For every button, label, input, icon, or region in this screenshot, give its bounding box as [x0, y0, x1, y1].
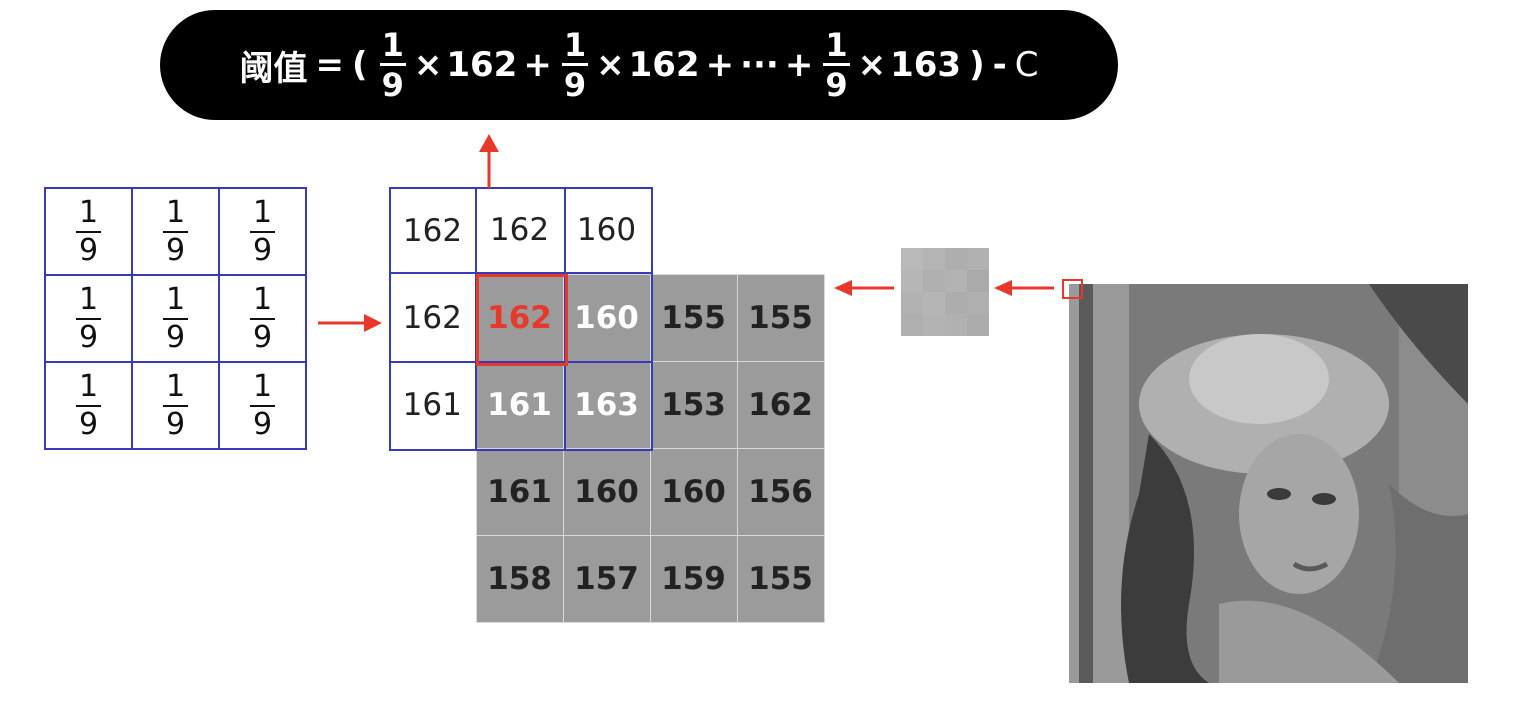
- pixel-cell: 161: [475, 360, 564, 449]
- pixel-cell: 160: [649, 447, 738, 536]
- empty-cell: [737, 187, 824, 274]
- formula-constant: C: [1014, 45, 1039, 85]
- patch-pixel: [945, 314, 967, 336]
- formula-lhs: 阈值: [239, 48, 308, 89]
- grayscale-portrait-image: [1069, 284, 1468, 683]
- pixel-cell: 155: [736, 534, 825, 623]
- sample-region-marker: [1062, 279, 1083, 299]
- patch-pixel: [923, 292, 945, 314]
- patch-pixel: [923, 270, 945, 292]
- arrow-right-icon: [318, 314, 382, 332]
- formula-term-last: 163: [890, 45, 962, 85]
- pixel-cell: 153: [649, 360, 738, 449]
- formula-plus: +: [523, 45, 552, 85]
- patch-pixel: [901, 270, 923, 292]
- pixel-cell: 162: [736, 360, 825, 449]
- pixel-cell: 160: [563, 187, 650, 274]
- arrow-left-icon: [994, 280, 1054, 296]
- patch-pixel: [901, 292, 923, 314]
- patch-pixel: [901, 314, 923, 336]
- arrow-left-icon: [834, 280, 894, 296]
- pixel-cell: 162: [476, 187, 563, 274]
- patch-pixel: [945, 248, 967, 270]
- formula-plus: +: [705, 45, 735, 85]
- pixel-cell: 157: [562, 534, 651, 623]
- formula-minus: -: [992, 45, 1007, 85]
- formula-close-paren: ): [969, 45, 985, 85]
- pixel-cell: 156: [736, 447, 825, 536]
- formula-times: ×: [596, 45, 625, 85]
- patch-pixel: [967, 270, 989, 292]
- window-divider: [389, 361, 653, 363]
- formula-term-1: 162: [446, 45, 518, 85]
- pixel-cell: 162: [389, 187, 476, 274]
- patch-pixel: [901, 248, 923, 270]
- formula-times: ×: [857, 45, 887, 85]
- patch-pixel: [967, 314, 989, 336]
- pixel-cell: 158: [475, 534, 564, 623]
- patch-pixel: [967, 248, 989, 270]
- pixel-cell: 163: [562, 360, 651, 449]
- pixel-cell: 155: [736, 273, 825, 362]
- patch-pixel: [923, 248, 945, 270]
- zoomed-patch: [901, 248, 989, 336]
- pixel-cell: 155: [649, 273, 738, 362]
- patch-pixel: [945, 292, 967, 314]
- arrow-up-icon: [479, 134, 499, 188]
- formula-open-paren: (: [352, 45, 368, 85]
- formula-equals: =: [315, 45, 345, 85]
- empty-cell: [389, 448, 476, 535]
- formula-times: ×: [413, 45, 443, 85]
- pixel-cell: 161: [475, 447, 564, 536]
- center-pixel-highlight: [476, 274, 568, 366]
- pixel-cell: 161: [389, 361, 476, 448]
- patch-pixel: [923, 314, 945, 336]
- pixel-cell: 160: [562, 273, 651, 362]
- empty-cell: [389, 535, 476, 622]
- patch-pixel: [945, 270, 967, 292]
- formula-ellipsis: ···: [740, 45, 779, 85]
- pixel-cell: 160: [562, 447, 651, 536]
- formula-term-2: 162: [628, 45, 700, 85]
- pixel-cell: 162: [389, 274, 476, 361]
- empty-cell: [650, 187, 737, 274]
- formula-plus: +: [784, 45, 814, 85]
- window-divider: [389, 272, 653, 274]
- patch-pixel: [967, 292, 989, 314]
- pixel-cell: 159: [649, 534, 738, 623]
